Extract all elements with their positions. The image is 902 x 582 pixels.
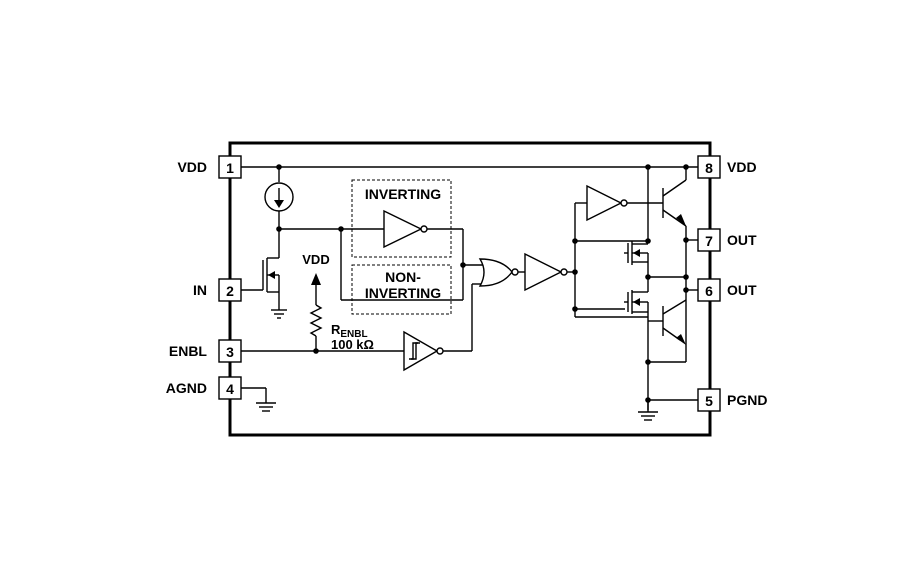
schmitt-trigger-buffer: [403, 283, 486, 372]
resistor-label: RENBL: [331, 322, 368, 340]
agnd-ground-symbol: [241, 387, 276, 412]
ic-body: [228, 141, 712, 437]
pin-1-label: VDD: [177, 159, 207, 175]
pin-7-label: OUT: [727, 232, 757, 248]
svg-text:1: 1: [226, 160, 234, 176]
pmos-pair: [624, 167, 689, 280]
lower-bipolar: [645, 299, 698, 410]
pin-1: 1 VDD: [177, 155, 242, 179]
pin-6: 6 OUT: [697, 278, 757, 302]
pullup-vdd-label: VDD: [302, 252, 329, 267]
non-inverting-label-1: NON-: [385, 269, 421, 285]
svg-text:6: 6: [705, 283, 713, 299]
enable-line: [241, 348, 404, 354]
pin-6-label: OUT: [727, 282, 757, 298]
pin-8-label: VDD: [727, 159, 757, 175]
vdd-rail: [241, 164, 698, 170]
pin-7: 7 OUT: [697, 228, 757, 252]
pin-2: 2 IN: [193, 278, 242, 302]
inverting-label: INVERTING: [365, 186, 441, 202]
predriver-inverter: [586, 184, 663, 222]
svg-text:8: 8: [705, 160, 713, 176]
current-source: [264, 167, 294, 229]
enable-pullup: VDD RENBL 100 kΩ: [302, 252, 374, 352]
input-node: [276, 226, 463, 301]
driver-inverter: [524, 252, 578, 292]
pin-3: 3 ENBL: [169, 339, 242, 363]
pin-5-label: PGND: [727, 392, 767, 408]
inverting-block: INVERTING: [351, 179, 463, 258]
svg-text:2: 2: [226, 283, 234, 299]
non-inverting-block: NON- INVERTING: [351, 264, 452, 315]
nmos-pair: [624, 280, 649, 317]
resistor-value: 100 kΩ: [331, 337, 374, 352]
pin-3-label: ENBL: [169, 343, 208, 359]
pin-4-label: AGND: [166, 380, 207, 396]
pin-8: 8 VDD: [697, 155, 757, 179]
svg-text:3: 3: [226, 344, 234, 360]
pin-5: 5 PGND: [697, 388, 767, 412]
svg-text:5: 5: [705, 393, 713, 409]
svg-text:7: 7: [705, 233, 713, 249]
pin-2-label: IN: [193, 282, 207, 298]
pgnd-ground-symbol: [638, 400, 658, 421]
input-nmos: [241, 229, 287, 319]
upper-bipolar: [662, 167, 698, 345]
nor-gate: [478, 258, 525, 287]
pin-4: 4 AGND: [166, 376, 242, 400]
svg-text:4: 4: [226, 381, 234, 397]
non-inverting-label-2: INVERTING: [365, 285, 441, 301]
